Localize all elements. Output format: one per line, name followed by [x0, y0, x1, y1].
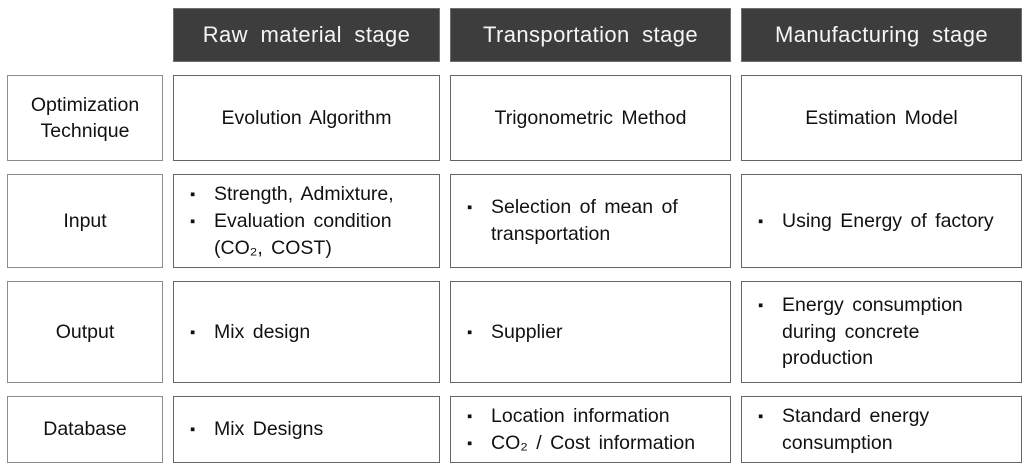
bullet-square-icon: ▪ — [467, 199, 473, 217]
bullet-square-icon: ▪ — [758, 212, 764, 230]
cell-output-transportation: ▪ Supplier — [450, 281, 731, 383]
bullet-list: ▪ Strength, Admixture, ▪ Evaluation cond… — [174, 175, 439, 268]
bullet-square-icon: ▪ — [190, 185, 196, 203]
row-label-optimization-technique: Optimization Technique — [7, 75, 163, 161]
cell-input-manufacturing: ▪ Using Energy of factory — [741, 174, 1022, 268]
bullet-item: ▪ Selection of mean of transportation — [463, 194, 722, 248]
bullet-list: ▪ Location information ▪ CO₂ / Cost info… — [451, 397, 730, 463]
bullet-item: ▪ Standard energy consumption — [754, 403, 1013, 457]
cell-text: Estimation Model — [805, 106, 958, 129]
bullet-list: ▪ Selection of mean of transportation — [451, 188, 730, 254]
header-raw-material-stage: Raw material stage — [173, 8, 440, 62]
cell-text: Evolution Algorithm — [221, 106, 392, 129]
bullet-item: ▪ CO₂ / Cost information — [463, 430, 722, 457]
lca-stage-diagram: Raw material stage Transportation stage … — [7, 8, 1022, 463]
bullet-item-text: Using Energy of factory — [782, 209, 994, 232]
bullet-item: ▪ Strength, Admixture, — [186, 181, 431, 208]
bullet-item: ▪ Location information — [463, 403, 722, 430]
row-label-output: Output — [7, 281, 163, 383]
bullet-square-icon: ▪ — [758, 407, 764, 425]
bullet-list: ▪ Using Energy of factory — [742, 202, 1021, 241]
cell-optimization-manufacturing: Estimation Model — [741, 75, 1022, 161]
cell-database-raw-material: ▪ Mix Designs — [173, 396, 440, 463]
bullet-square-icon: ▪ — [758, 296, 764, 314]
header-transportation-stage: Transportation stage — [450, 8, 731, 62]
bullet-list: ▪ Supplier — [451, 313, 730, 352]
bullet-item: ▪ Energy consumption during concrete pro… — [754, 292, 1013, 373]
bullet-item: ▪ Mix Designs — [186, 416, 431, 443]
bullet-list: ▪ Mix design — [174, 313, 439, 352]
bullet-item-text: Selection of mean of transportation — [491, 196, 678, 245]
bullet-list: ▪ Energy consumption during concrete pro… — [742, 286, 1021, 379]
bullet-square-icon: ▪ — [467, 323, 473, 341]
bullet-item-text: Standard energy consumption — [782, 404, 930, 454]
bullet-square-icon: ▪ — [190, 323, 196, 341]
row-label-database: Database — [7, 396, 163, 463]
header-spacer — [7, 8, 163, 62]
bullet-item-text: Evaluation condition (CO₂, COST) — [214, 209, 392, 259]
bullet-item: ▪ Mix design — [186, 319, 431, 346]
bullet-square-icon: ▪ — [467, 407, 473, 425]
cell-output-raw-material: ▪ Mix design — [173, 281, 440, 383]
cell-output-manufacturing: ▪ Energy consumption during concrete pro… — [741, 281, 1022, 383]
bullet-item-text: CO₂ / Cost information — [491, 431, 696, 454]
bullet-item-text: Strength, Admixture, — [214, 182, 394, 205]
cell-input-raw-material: ▪ Strength, Admixture, ▪ Evaluation cond… — [173, 174, 440, 268]
bullet-item-text: Supplier — [491, 320, 563, 343]
cell-optimization-raw-material: Evolution Algorithm — [173, 75, 440, 161]
cell-input-transportation: ▪ Selection of mean of transportation — [450, 174, 731, 268]
cell-database-manufacturing: ▪ Standard energy consumption — [741, 396, 1022, 463]
bullet-list: ▪ Mix Designs — [174, 410, 439, 449]
cell-optimization-transportation: Trigonometric Method — [450, 75, 731, 161]
bullet-list: ▪ Standard energy consumption — [742, 397, 1021, 463]
bullet-item-text: Location information — [491, 404, 670, 427]
bullet-item-text: Mix design — [214, 320, 311, 343]
bullet-square-icon: ▪ — [190, 421, 196, 438]
bullet-square-icon: ▪ — [190, 212, 196, 230]
cell-text: Trigonometric Method — [494, 106, 687, 129]
bullet-item: ▪ Using Energy of factory — [754, 208, 1013, 235]
row-label-input: Input — [7, 174, 163, 268]
bullet-item-text: Energy consumption during concrete produ… — [782, 293, 963, 370]
bullet-item-text: Mix Designs — [214, 418, 324, 440]
bullet-item: ▪ Supplier — [463, 319, 722, 346]
header-manufacturing-stage: Manufacturing stage — [741, 8, 1022, 62]
bullet-square-icon: ▪ — [467, 434, 473, 452]
bullet-item: ▪ Evaluation condition (CO₂, COST) — [186, 208, 431, 262]
cell-database-transportation: ▪ Location information ▪ CO₂ / Cost info… — [450, 396, 731, 463]
